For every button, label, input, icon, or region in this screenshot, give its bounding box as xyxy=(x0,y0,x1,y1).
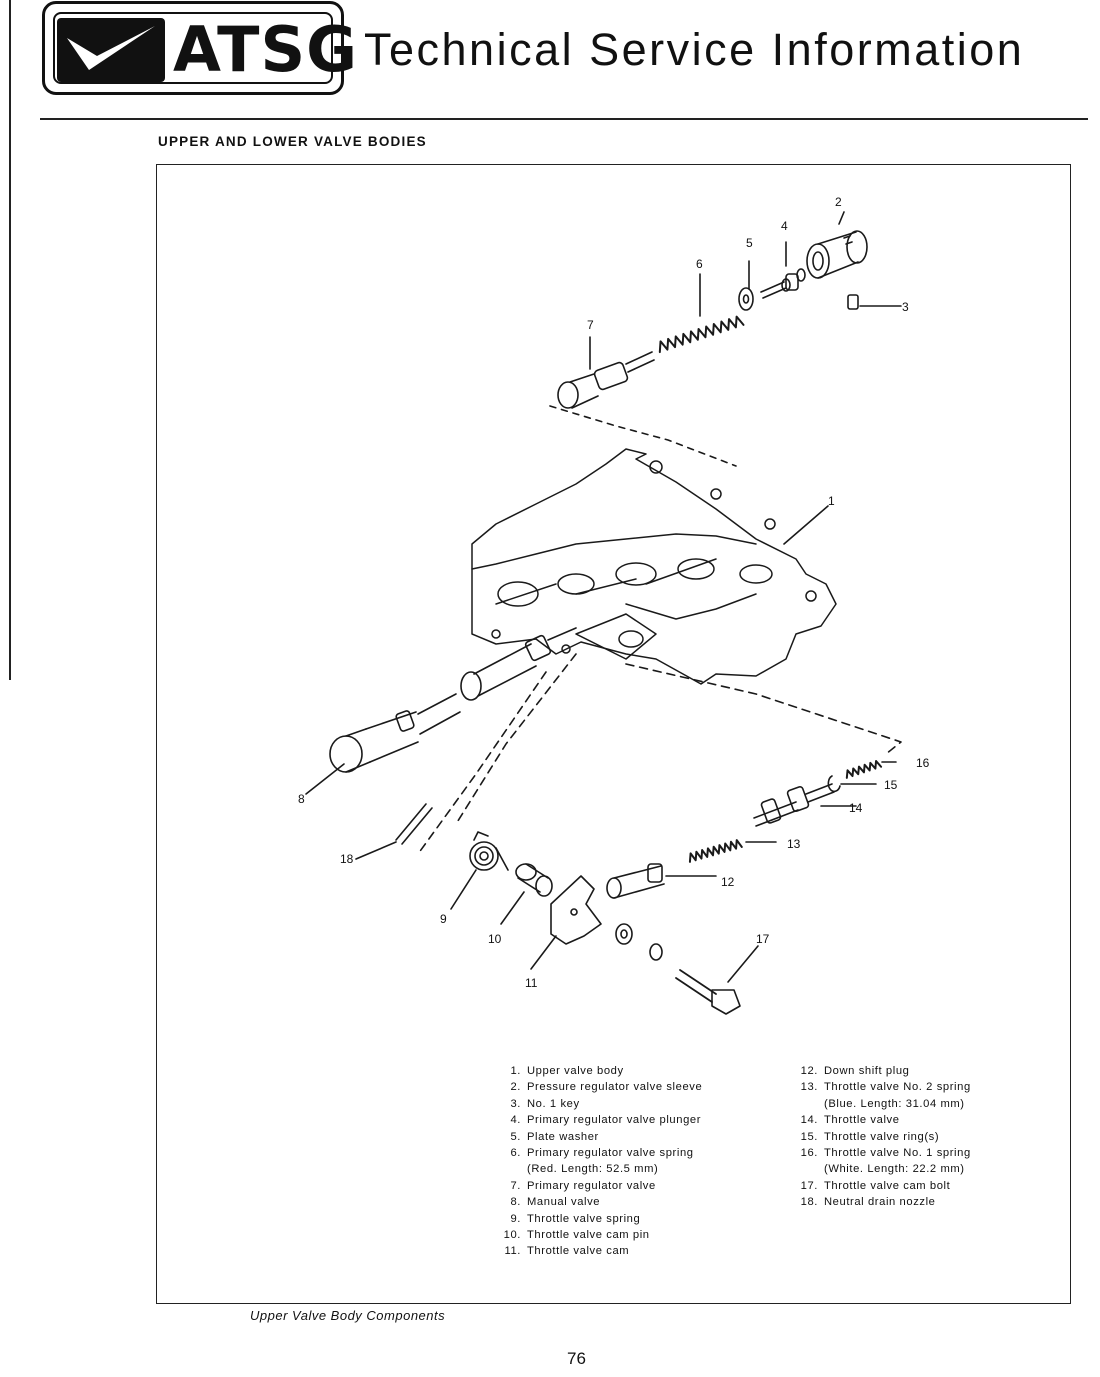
figure-frame xyxy=(156,164,1071,1304)
callout-2: 2 xyxy=(835,195,842,209)
logo-wordmark: ATSG xyxy=(173,13,359,86)
callout-17: 17 xyxy=(756,932,770,946)
throttle-valve-part xyxy=(753,783,857,827)
legend-item: 13.Throttle valve No. 2 spring xyxy=(800,1081,971,1094)
legend-item-detail: (Red. Length: 52.5 mm) xyxy=(527,1163,659,1176)
throttle-valve-ring-part xyxy=(827,775,877,793)
legend-item: 12.Down shift plug xyxy=(800,1065,910,1077)
callout-7: 7 xyxy=(587,318,594,332)
legend-item: 7.Primary regulator valve xyxy=(510,1179,656,1192)
neutral-drain-nozzle-part xyxy=(355,803,433,860)
page-number: 76 xyxy=(567,1349,586,1368)
throttle-cam-pin-part xyxy=(500,863,553,925)
legend-item: 15.Throttle valve ring(s) xyxy=(800,1130,940,1143)
legend-item: 11.Throttle valve cam xyxy=(504,1245,630,1258)
callout-4: 4 xyxy=(781,219,788,233)
throttle-cam-bolt-part xyxy=(675,945,759,1015)
figure-caption: Upper Valve Body Components xyxy=(250,1308,446,1323)
throttle-spring-no2-part xyxy=(688,839,777,863)
throttle-spring-no1-part xyxy=(845,760,897,779)
section-title: UPPER AND LOWER VALVE BODIES xyxy=(158,134,427,149)
callout-16: 16 xyxy=(916,756,930,770)
page-header-title: Technical Service Information xyxy=(364,24,1025,75)
legend-item-detail: (Blue. Length: 31.04 mm) xyxy=(824,1097,965,1110)
legend-item: 9.Throttle valve spring xyxy=(510,1212,641,1225)
callout-14: 14 xyxy=(849,801,863,815)
callout-9: 9 xyxy=(440,912,447,926)
legend-item: 2.Pressure regulator valve sleeve xyxy=(510,1081,703,1094)
callout-3: 3 xyxy=(902,300,909,314)
legend-item: 1.Upper valve body xyxy=(510,1065,624,1077)
checkmark-logo-icon xyxy=(57,18,165,82)
callout-11: 11 xyxy=(525,976,538,990)
legend-item: 14.Throttle valve xyxy=(800,1114,900,1127)
legend-item: 18.Neutral drain nozzle xyxy=(800,1196,936,1209)
callout-8: 8 xyxy=(298,792,305,806)
callout-1: 1 xyxy=(828,494,835,508)
primary-regulator-valve-part xyxy=(557,351,655,409)
header-divider xyxy=(40,118,1088,120)
legend-item: 8.Manual valve xyxy=(510,1196,601,1209)
legend-item: 17.Throttle valve cam bolt xyxy=(800,1179,951,1192)
down-shift-plug-part xyxy=(606,863,717,899)
legend-item: 3.No. 1 key xyxy=(510,1097,580,1110)
legend-item: 16.Throttle valve No. 1 spring xyxy=(800,1147,971,1160)
callout-13: 13 xyxy=(787,837,801,851)
throttle-valve-cam-part xyxy=(530,875,602,970)
atsg-logo: ATSG xyxy=(42,1,357,95)
callout-12: 12 xyxy=(721,875,735,889)
legend-item: 6.Primary regulator valve spring xyxy=(510,1147,694,1160)
regulator-spring-part xyxy=(658,315,745,354)
legend-item: 5.Plate washer xyxy=(510,1130,599,1143)
callout-6: 6 xyxy=(696,257,703,271)
throttle-valve-spring-part xyxy=(450,831,509,910)
page-margin-rule xyxy=(9,0,11,680)
callout-18: 18 xyxy=(340,852,354,866)
legend-item-detail: (White. Length: 22.2 mm) xyxy=(824,1163,965,1176)
plate-washer-part xyxy=(738,287,754,311)
callout-15: 15 xyxy=(884,778,898,792)
callout-5: 5 xyxy=(746,236,753,250)
no1-key-part xyxy=(847,294,902,310)
legend-item: 4.Primary regulator valve plunger xyxy=(510,1114,702,1127)
exploded-parts-diagram xyxy=(305,211,902,1015)
parts-legend-right: 12.Down shift plug 13.Throttle valve No.… xyxy=(792,1063,1052,1211)
callout-10: 10 xyxy=(488,932,502,946)
manual-valve-part xyxy=(329,627,577,773)
upper-valve-body-part xyxy=(471,448,837,685)
legend-item: 10.Throttle valve cam pin xyxy=(503,1229,650,1242)
pressure-regulator-sleeve-part xyxy=(806,230,868,279)
plunger-part xyxy=(760,268,806,299)
parts-legend-left: 1.Upper valve body 2.Pressure regulator … xyxy=(495,1063,785,1260)
